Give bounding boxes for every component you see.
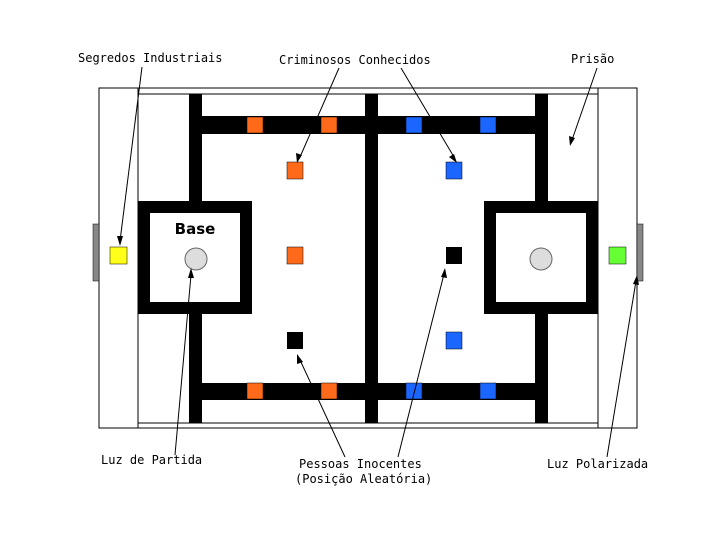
right-base [484,201,598,314]
track-lines [189,94,548,423]
start-light-right [529,247,553,271]
orange-criminal-squares [246,116,338,400]
start-light-left [184,247,208,271]
polarized-light-square [608,246,627,265]
left-wall-marker [92,223,100,282]
label-polarized-light: Luz Polarizada [547,457,648,471]
label-known-criminals: Criminosos Conhecidos [279,53,431,67]
innocent-square-1 [446,247,462,264]
right-wall-marker [636,223,644,282]
label-trade-secrets: Segredos Industriais [78,51,223,65]
label-prison: Prisão [571,52,614,66]
pointer-arrows [117,66,639,458]
label-start-light: Luz de Partida [101,453,202,467]
trade-secret-square [109,246,128,265]
base-label: Base [175,220,216,238]
label-innocents-line1: Pessoas Inocentes [299,457,422,471]
left-base: Base [138,201,252,314]
label-innocents-line2: (Posição Aleatória) [295,472,432,486]
blue-criminal-squares [405,116,497,400]
innocent-square-2 [287,332,303,349]
